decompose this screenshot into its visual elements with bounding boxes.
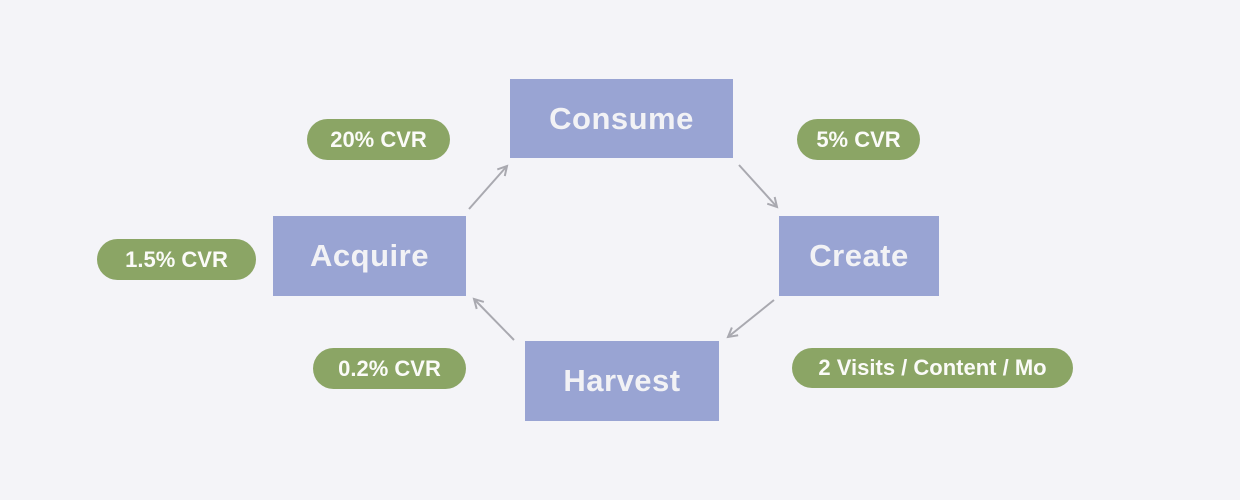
badge-label: 1.5% CVR (125, 246, 228, 272)
badge-create-to-harvest-rate: 2 Visits / Content / Mo (792, 348, 1073, 388)
node-acquire: Acquire (273, 216, 466, 296)
node-consume: Consume (510, 79, 733, 158)
badge-consume-to-create-cvr: 5% CVR (797, 119, 920, 160)
badge-label: 2 Visits / Content / Mo (818, 355, 1047, 380)
badge-label: 20% CVR (330, 126, 427, 152)
arrow-harvest-to-acquire (474, 299, 515, 341)
arrow-consume-to-create (738, 164, 777, 207)
badge-label: 0.2% CVR (338, 355, 441, 381)
node-consume-label: Consume (549, 100, 694, 136)
arrow-acquire-to-consume (468, 166, 507, 210)
badge-label: 5% CVR (816, 126, 901, 152)
badge-harvest-to-acquire-cvr: 0.2% CVR (313, 348, 466, 389)
node-harvest: Harvest (525, 341, 719, 421)
arrow-create-to-harvest (728, 299, 775, 337)
node-harvest-label: Harvest (563, 363, 681, 398)
node-create-label: Create (809, 238, 909, 273)
node-acquire-label: Acquire (310, 238, 429, 273)
badge-acquire-inflow-cvr: 1.5% CVR (97, 239, 256, 280)
badge-acquire-to-consume-cvr: 20% CVR (307, 119, 450, 160)
node-create: Create (779, 216, 939, 296)
